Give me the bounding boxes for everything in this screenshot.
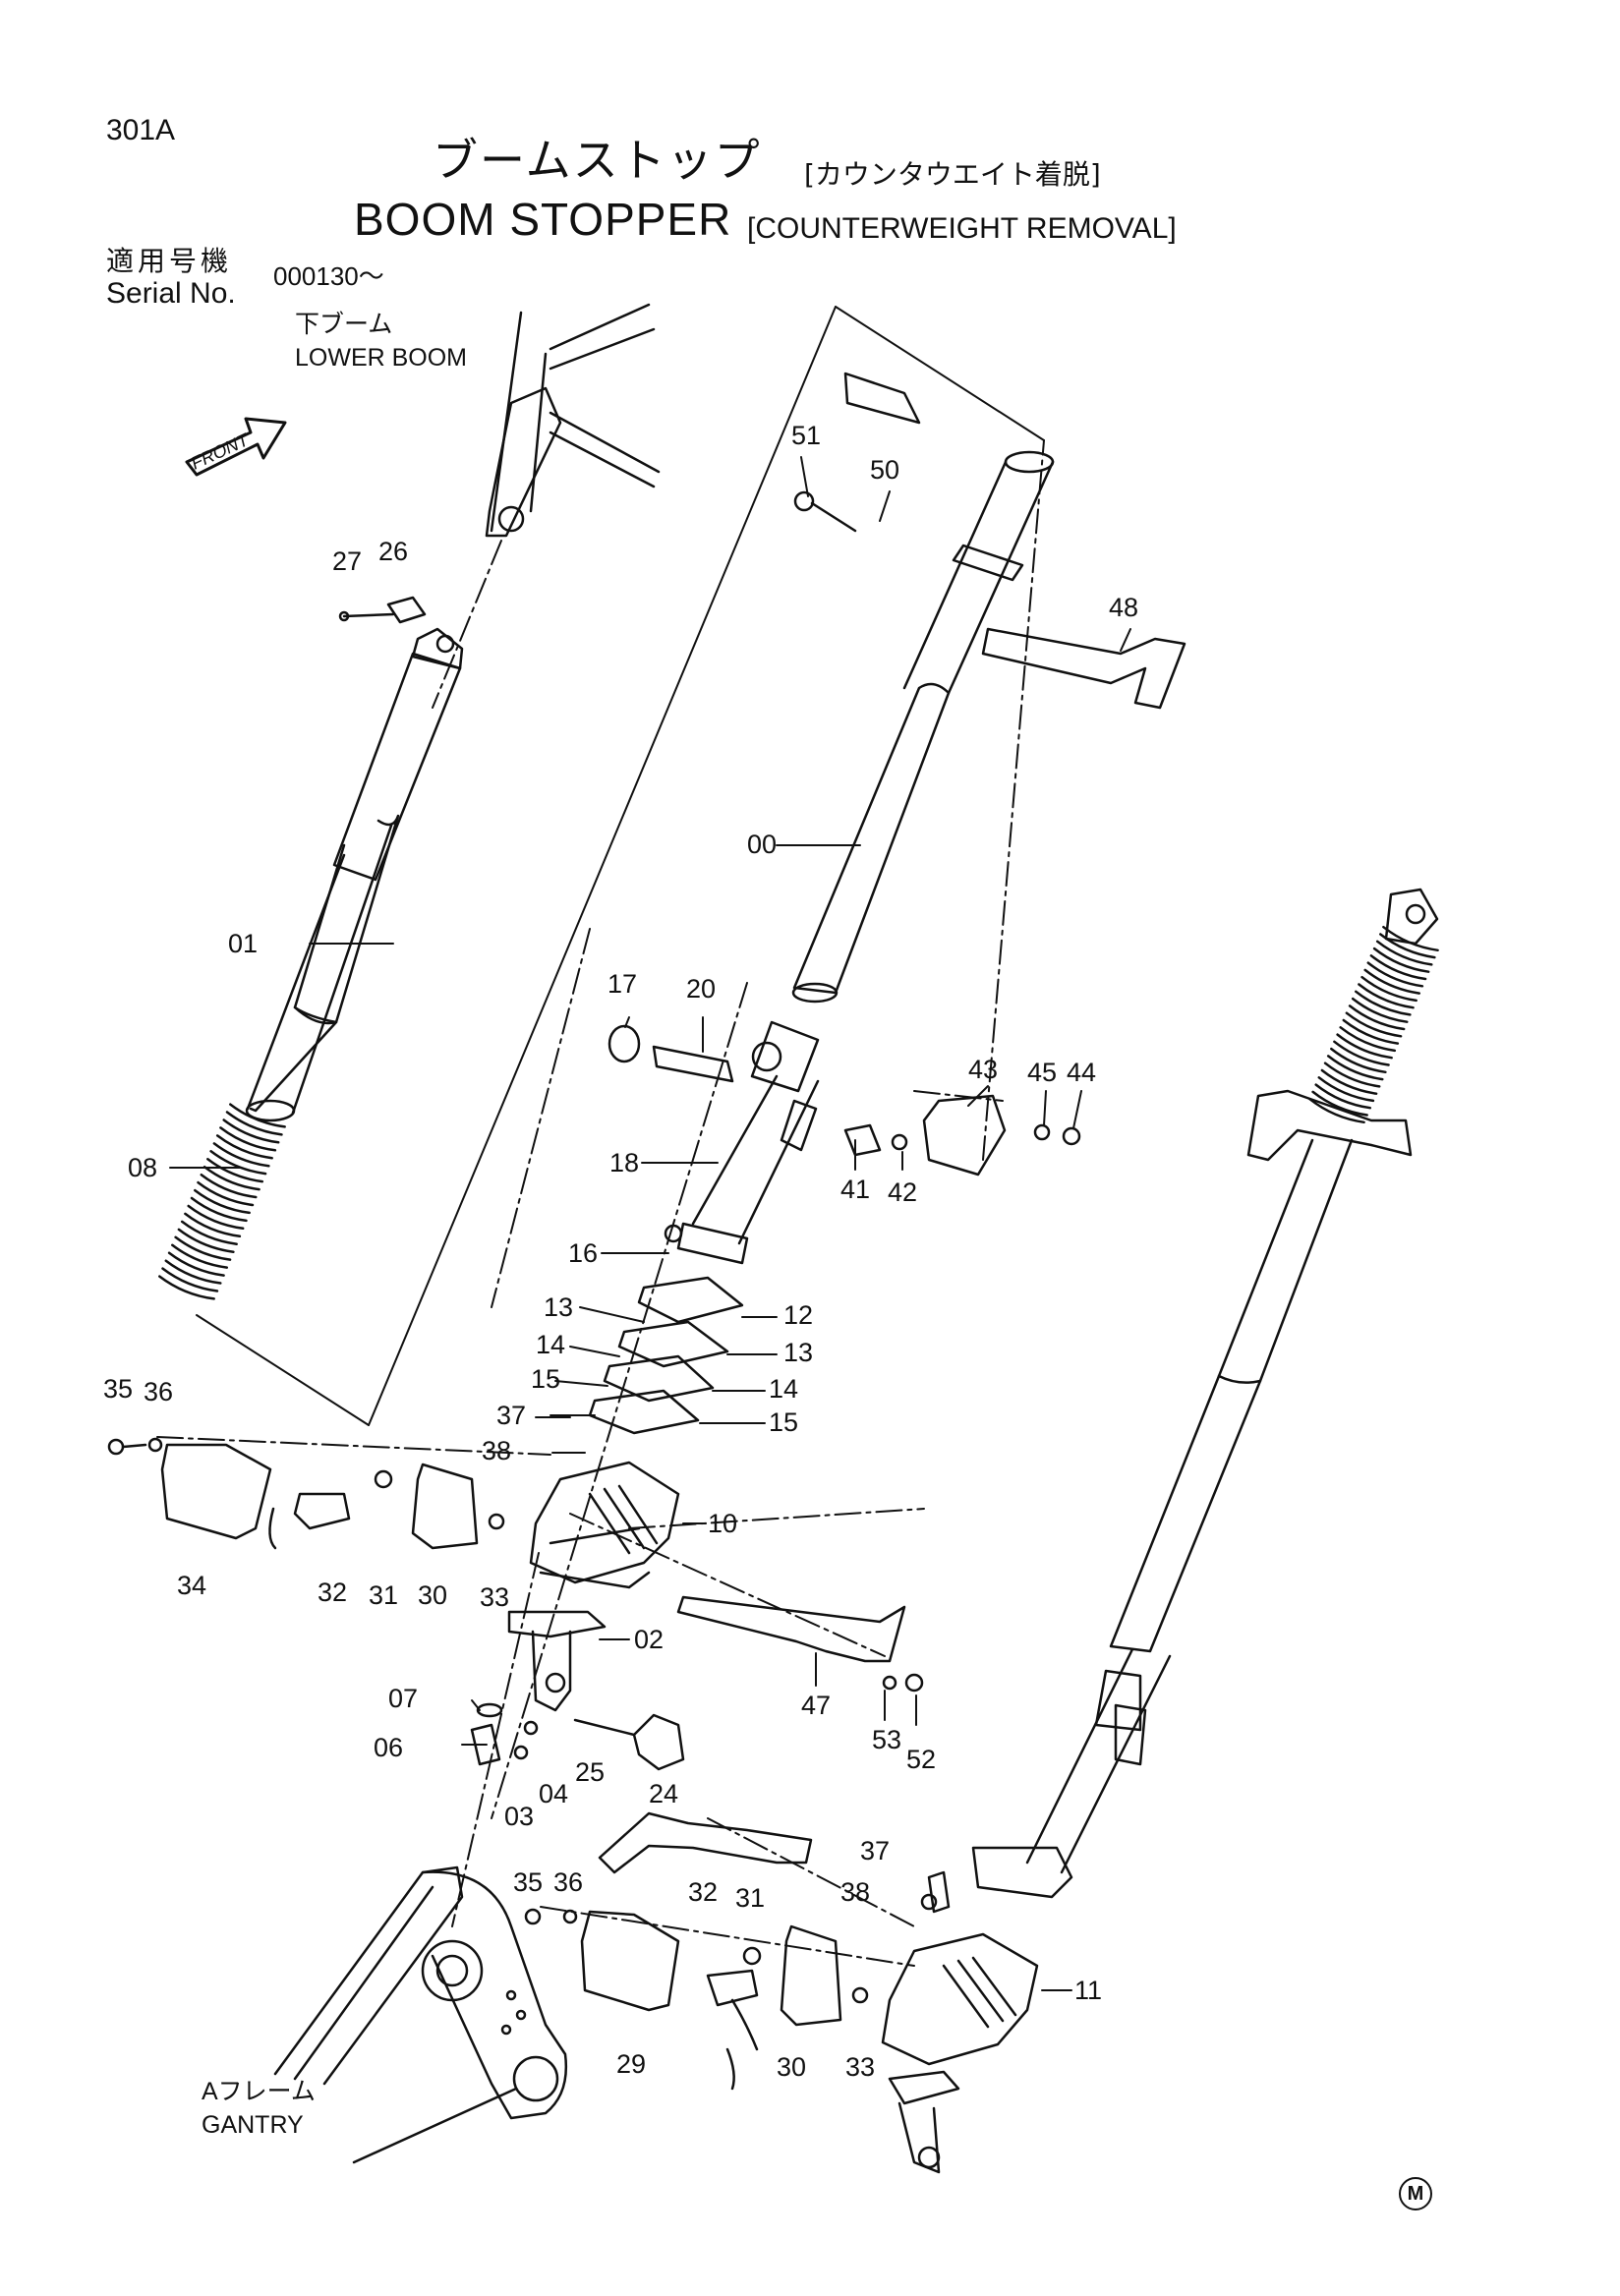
lower-boom-frame [485, 303, 661, 538]
manufacturer-mark: M [1399, 2177, 1432, 2210]
title-japanese: ブームストップ [433, 134, 762, 187]
part-label-53: 53 [872, 1725, 902, 1754]
pin-20 [608, 1024, 734, 1083]
part-label-14-lower: 14 [769, 1374, 799, 1404]
serial-value: 000130～ [273, 261, 384, 291]
part-label-02: 02 [634, 1625, 665, 1654]
serial-label-english: Serial No. [106, 277, 236, 310]
part-label-00: 00 [747, 830, 778, 859]
switch-group-left [107, 1437, 505, 1550]
spring-right-coils [1308, 925, 1439, 1124]
part-label-07: 07 [388, 1684, 419, 1713]
part-label-14-upper: 14 [536, 1330, 566, 1359]
part-label-35-upper: 35 [103, 1374, 134, 1404]
rod-00 [791, 372, 1055, 1004]
gantry-frame [273, 1866, 567, 2164]
gantry-label-jp: Aフレーム [202, 2078, 316, 2105]
part-label-06: 06 [374, 1733, 404, 1762]
part-label-37-upper: 37 [496, 1401, 527, 1430]
front-arrow-icon: FRONT [185, 417, 287, 477]
part-label-42: 42 [888, 1177, 918, 1207]
rod-01 [245, 627, 464, 1122]
part-label-30-lower: 30 [777, 2052, 807, 2082]
part-label-27: 27 [332, 546, 363, 576]
part-label-32-lower: 32 [688, 1877, 719, 1907]
part-label-16: 16 [568, 1238, 599, 1268]
part-label-15-lower: 15 [769, 1407, 799, 1437]
spring-housing-10 [529, 1461, 680, 1589]
bracket-48 [981, 627, 1186, 710]
rod-18 [676, 1020, 820, 1265]
spring-08-coils [158, 1103, 286, 1300]
part-label-48: 48 [1109, 593, 1139, 622]
part-label-33-upper: 33 [480, 1582, 510, 1612]
part-label-30-upper: 30 [418, 1580, 448, 1610]
switch-cover-43 [843, 1094, 1081, 1177]
part-label-12: 12 [783, 1300, 814, 1330]
clevis-02 [470, 1610, 685, 1771]
part-label-03: 03 [504, 1802, 535, 1831]
part-label-18: 18 [609, 1148, 640, 1177]
part-label-45: 45 [1027, 1058, 1058, 1087]
part-label-43: 43 [968, 1055, 999, 1084]
part-label-47: 47 [801, 1691, 832, 1720]
pin-26 [338, 596, 427, 624]
title-english: BOOM STOPPER [354, 194, 732, 245]
part-label-29: 29 [616, 2049, 647, 2079]
part-label-50: 50 [870, 455, 900, 485]
bracket-47 [676, 1595, 924, 1693]
serial-label-japanese: 適用号機 [106, 245, 233, 277]
part-label-20: 20 [686, 974, 717, 1004]
lower-boom-label-en: LOWER BOOM [295, 344, 468, 372]
part-label-10: 10 [708, 1509, 738, 1538]
front-arrow-label: FRONT [188, 429, 253, 473]
part-label-24: 24 [649, 1779, 679, 1808]
rod-right [971, 888, 1439, 1899]
part-label-15-upper: 15 [531, 1364, 561, 1394]
title-japanese-subtitle: [カウンタウエイト着脱] [804, 158, 1101, 191]
plate-stack [588, 1224, 744, 1435]
part-label-08: 08 [128, 1153, 158, 1182]
bracket-lower-right [598, 1811, 951, 1914]
part-label-52: 52 [906, 1745, 937, 1774]
part-label-38-lower: 38 [840, 1877, 871, 1907]
part-label-32-upper: 32 [318, 1578, 348, 1607]
part-label-31-lower: 31 [735, 1883, 766, 1913]
leader-lines [169, 456, 1131, 1991]
part-label-33-lower: 33 [845, 2052, 876, 2082]
part-label-11: 11 [1074, 1976, 1103, 2005]
gantry-label-en: GANTRY [202, 2111, 304, 2139]
part-label-34: 34 [177, 1571, 207, 1600]
part-label-31-upper: 31 [369, 1580, 399, 1610]
part-label-13-upper: 13 [544, 1292, 574, 1322]
part-label-35-lower: 35 [513, 1867, 544, 1897]
part-label-13-lower: 13 [783, 1338, 814, 1367]
part-label-36-upper: 36 [144, 1377, 174, 1406]
part-label-25: 25 [575, 1757, 606, 1787]
part-label-01: 01 [228, 929, 259, 958]
page-code: 301A [106, 114, 176, 146]
part-label-41: 41 [840, 1175, 871, 1204]
part-label-17: 17 [608, 969, 638, 999]
part-label-37-lower: 37 [860, 1836, 891, 1866]
part-label-04: 04 [539, 1779, 569, 1808]
part-label-51: 51 [791, 421, 822, 450]
part-label-36-lower: 36 [553, 1867, 584, 1897]
lower-boom-label-jp: 下ブーム [295, 311, 393, 338]
part-label-44: 44 [1067, 1058, 1097, 1087]
part-label-26: 26 [378, 537, 409, 566]
switch-group-lower [524, 1893, 938, 2091]
assembly-boundary [196, 306, 1045, 1426]
spring-housing-11 [881, 1932, 1039, 2174]
part-label-38-upper: 38 [482, 1436, 512, 1465]
title-english-subtitle: [COUNTERWEIGHT REMOVAL] [747, 212, 1177, 245]
